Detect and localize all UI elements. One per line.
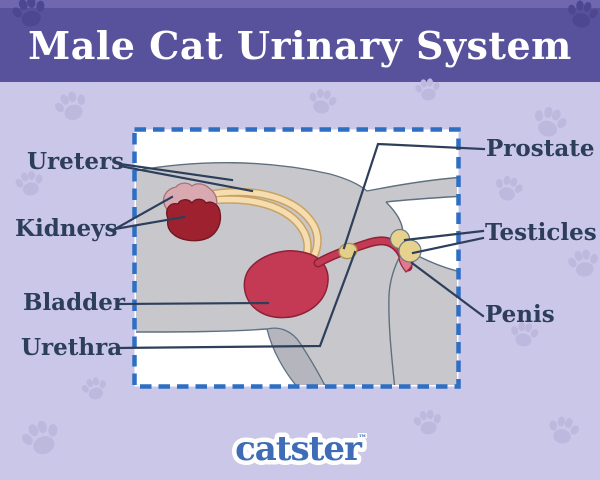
label-ureters: Ureters bbox=[27, 148, 125, 175]
testicles-shape bbox=[389, 228, 422, 263]
testicles-callout bbox=[411, 236, 485, 255]
prostate-shape bbox=[338, 242, 358, 260]
title-banner: Male Cat Urinary System bbox=[0, 0, 600, 82]
penis-shape bbox=[398, 253, 414, 273]
label-penis: Penis bbox=[485, 301, 555, 328]
urethra-callout bbox=[116, 250, 357, 350]
ureters-callout bbox=[118, 162, 234, 182]
callout-lines bbox=[113, 142, 486, 350]
ureters-callout bbox=[118, 164, 254, 193]
catster-logo-text: catster bbox=[235, 429, 363, 469]
label-urethra: Urethra bbox=[21, 334, 123, 361]
kidney-back-shape bbox=[162, 182, 218, 219]
kidneys-callout bbox=[113, 215, 186, 231]
cat-body bbox=[136, 161, 457, 385]
dashed-box-border bbox=[132, 127, 461, 389]
label-testicles: Testicles bbox=[485, 219, 597, 246]
diagram-box bbox=[134, 129, 459, 387]
bladder-shape bbox=[243, 250, 329, 319]
penis-callout bbox=[410, 261, 485, 318]
hind-leg-shadow bbox=[266, 327, 326, 385]
catster-logo: catster ™ bbox=[231, 425, 369, 474]
prostate-callout bbox=[342, 142, 486, 250]
label-prostate: Prostate bbox=[486, 135, 595, 162]
label-kidneys: Kidneys bbox=[15, 215, 118, 242]
trademark-symbol: ™ bbox=[358, 434, 367, 444]
kidneys-callout bbox=[113, 195, 174, 231]
testicles-callout bbox=[403, 229, 485, 242]
urethra-shape bbox=[313, 236, 413, 272]
page-title: Male Cat Urinary System bbox=[28, 22, 572, 68]
label-bladder: Bladder bbox=[23, 289, 125, 316]
ureters-shape bbox=[199, 187, 322, 267]
kidney-front-shape bbox=[166, 198, 222, 242]
bladder-callout bbox=[116, 301, 270, 306]
